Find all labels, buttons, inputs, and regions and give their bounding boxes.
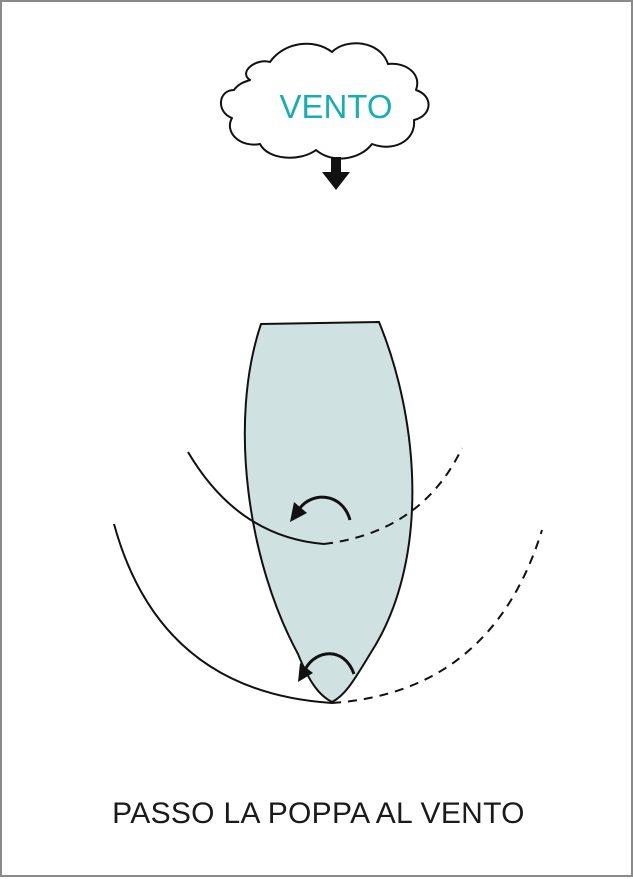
caption: PASSO LA POPPA AL VENTO: [112, 797, 525, 830]
cloud-icon: [220, 42, 430, 160]
upper-arc-dashed: [323, 447, 463, 545]
lower-arc-solid: [113, 523, 333, 704]
hull-shape: [243, 321, 414, 703]
wind-label: VENTO: [279, 88, 392, 125]
upper-arc-solid: [187, 451, 325, 545]
lower-arc-dashed: [331, 529, 543, 704]
down-arrow-icon: [322, 157, 350, 190]
rotation-arrow-icon: [290, 495, 352, 522]
rotation-arrow-icon: [298, 652, 356, 682]
